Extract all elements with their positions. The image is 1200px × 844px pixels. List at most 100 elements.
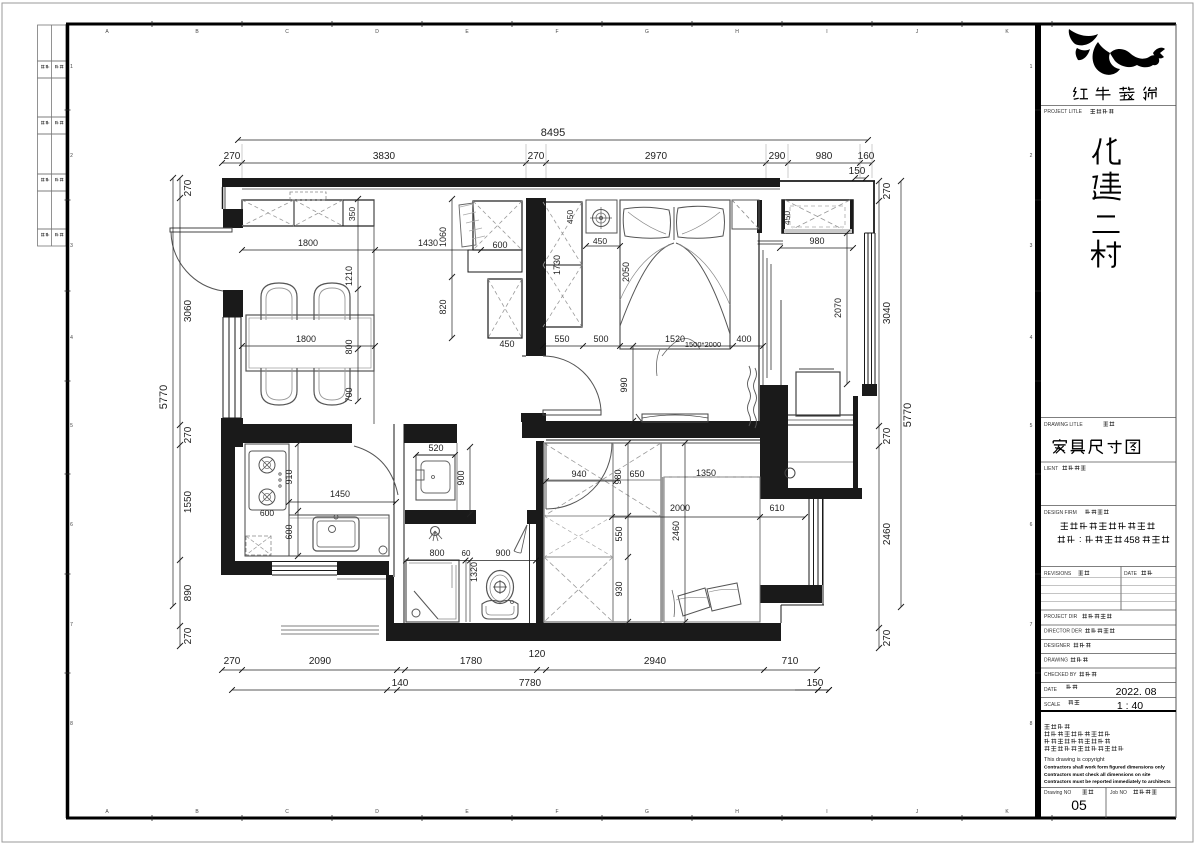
svg-text:5: 5 bbox=[70, 423, 73, 429]
svg-text:B: B bbox=[195, 29, 199, 35]
svg-text:3: 3 bbox=[70, 243, 73, 249]
svg-text:270: 270 bbox=[882, 182, 893, 199]
svg-text:150: 150 bbox=[807, 678, 824, 689]
svg-text:600: 600 bbox=[260, 508, 274, 518]
svg-text:270: 270 bbox=[183, 179, 194, 196]
svg-text:REVISIONS: REVISIONS bbox=[1044, 571, 1072, 577]
svg-text:2940: 2940 bbox=[644, 656, 667, 667]
svg-text:This drawing is copyright: This drawing is copyright bbox=[1044, 757, 1105, 763]
svg-text:450: 450 bbox=[593, 236, 607, 246]
svg-text:CHECKED BY: CHECKED BY bbox=[1044, 672, 1077, 678]
svg-text:450: 450 bbox=[565, 210, 575, 224]
svg-text:Drawing NO: Drawing NO bbox=[1044, 790, 1071, 796]
svg-text:930: 930 bbox=[614, 581, 624, 596]
svg-text:Contractors must check all dim: Contractors must check all dimensions on… bbox=[1044, 772, 1151, 778]
svg-text:60: 60 bbox=[462, 549, 471, 558]
svg-text:K: K bbox=[1005, 29, 1009, 35]
svg-text:7: 7 bbox=[70, 622, 73, 628]
svg-text:DRAWING: DRAWING bbox=[1044, 658, 1068, 664]
svg-text:1520: 1520 bbox=[665, 334, 685, 344]
svg-text:H: H bbox=[735, 29, 739, 35]
svg-text:3: 3 bbox=[1030, 243, 1033, 249]
svg-text:890: 890 bbox=[183, 584, 194, 601]
svg-text:2022. 08: 2022. 08 bbox=[1116, 686, 1157, 698]
svg-text:270: 270 bbox=[882, 629, 893, 646]
svg-text:D: D bbox=[375, 809, 379, 815]
svg-text:940: 940 bbox=[571, 469, 586, 479]
svg-text:A: A bbox=[105, 809, 109, 815]
svg-text:5770: 5770 bbox=[158, 385, 170, 409]
svg-text:1800: 1800 bbox=[298, 238, 318, 248]
svg-text:4: 4 bbox=[1030, 335, 1033, 341]
svg-text:350: 350 bbox=[347, 207, 357, 221]
svg-text:650: 650 bbox=[629, 469, 644, 479]
svg-text:2050: 2050 bbox=[621, 262, 631, 282]
svg-text:1500*2000: 1500*2000 bbox=[685, 340, 721, 349]
svg-text:980: 980 bbox=[816, 151, 833, 162]
svg-text:7780: 7780 bbox=[519, 678, 542, 689]
svg-text:2: 2 bbox=[70, 153, 73, 159]
svg-text:270: 270 bbox=[224, 656, 241, 667]
svg-text:160: 160 bbox=[858, 151, 875, 162]
svg-text:DESIGN FIRM: DESIGN FIRM bbox=[1044, 510, 1077, 516]
svg-text:2970: 2970 bbox=[645, 151, 668, 162]
svg-text:I: I bbox=[826, 809, 827, 815]
svg-text::: : bbox=[1079, 534, 1082, 544]
svg-text:2090: 2090 bbox=[309, 656, 332, 667]
svg-text:E: E bbox=[465, 809, 469, 815]
svg-text:150: 150 bbox=[849, 166, 866, 177]
svg-text:980: 980 bbox=[809, 236, 824, 246]
svg-text:8495: 8495 bbox=[541, 127, 565, 139]
svg-text:6: 6 bbox=[70, 522, 73, 528]
svg-text:DATE: DATE bbox=[1044, 687, 1058, 693]
svg-text:1210: 1210 bbox=[344, 266, 354, 286]
svg-text:3830: 3830 bbox=[373, 151, 396, 162]
svg-text:2: 2 bbox=[1030, 153, 1033, 159]
svg-text:1800: 1800 bbox=[296, 334, 316, 344]
svg-text:05: 05 bbox=[1071, 797, 1087, 813]
svg-text:980: 980 bbox=[613, 469, 623, 484]
svg-text:450: 450 bbox=[499, 339, 514, 349]
svg-text:2000: 2000 bbox=[670, 503, 690, 513]
svg-text:F: F bbox=[555, 29, 558, 35]
svg-text:1 : 40: 1 : 40 bbox=[1117, 700, 1143, 712]
svg-text:8: 8 bbox=[1030, 721, 1033, 727]
svg-text:710: 710 bbox=[782, 656, 799, 667]
svg-text:1550: 1550 bbox=[183, 490, 194, 513]
svg-text:PROJECT LITLE: PROJECT LITLE bbox=[1044, 109, 1083, 115]
svg-text:Contractors must be reported i: Contractors must be reported immediately… bbox=[1044, 779, 1171, 785]
svg-text:450: 450 bbox=[782, 211, 792, 225]
svg-text:1450: 1450 bbox=[330, 489, 350, 499]
svg-text:C: C bbox=[285, 29, 289, 35]
svg-text:550: 550 bbox=[554, 334, 569, 344]
svg-text:1320: 1320 bbox=[469, 562, 479, 582]
svg-text:H: H bbox=[735, 809, 739, 815]
svg-text:1350: 1350 bbox=[696, 468, 716, 478]
svg-text:270: 270 bbox=[224, 151, 241, 162]
svg-text:C: C bbox=[285, 809, 289, 815]
svg-text:3040: 3040 bbox=[882, 301, 893, 324]
svg-text:DATE: DATE bbox=[1124, 571, 1138, 577]
svg-text:DIRECTOR DER: DIRECTOR DER bbox=[1044, 629, 1082, 635]
svg-text:900: 900 bbox=[456, 470, 466, 485]
svg-text:Contractors shall work form fi: Contractors shall work form figured dime… bbox=[1044, 765, 1165, 771]
svg-text:700: 700 bbox=[344, 387, 354, 402]
svg-text:600: 600 bbox=[284, 524, 294, 539]
svg-text:PROJECT DIR: PROJECT DIR bbox=[1044, 614, 1078, 620]
svg-text:1: 1 bbox=[70, 64, 73, 70]
svg-text:270: 270 bbox=[882, 427, 893, 444]
svg-text:Job NO: Job NO bbox=[1110, 790, 1127, 796]
svg-text:K: K bbox=[1005, 809, 1009, 815]
svg-text:2460: 2460 bbox=[671, 521, 681, 541]
svg-text:910: 910 bbox=[284, 469, 294, 484]
svg-text:458: 458 bbox=[1124, 535, 1140, 546]
svg-text:600: 600 bbox=[492, 240, 507, 250]
svg-text:140: 140 bbox=[392, 678, 409, 689]
svg-text:E: E bbox=[465, 29, 469, 35]
svg-text:SCALE: SCALE bbox=[1044, 702, 1061, 708]
svg-text:LIENT: LIENT bbox=[1044, 466, 1058, 472]
svg-text:5770: 5770 bbox=[902, 403, 914, 427]
svg-text:290: 290 bbox=[769, 151, 786, 162]
svg-text:800: 800 bbox=[344, 339, 354, 354]
svg-text:270: 270 bbox=[183, 627, 194, 644]
